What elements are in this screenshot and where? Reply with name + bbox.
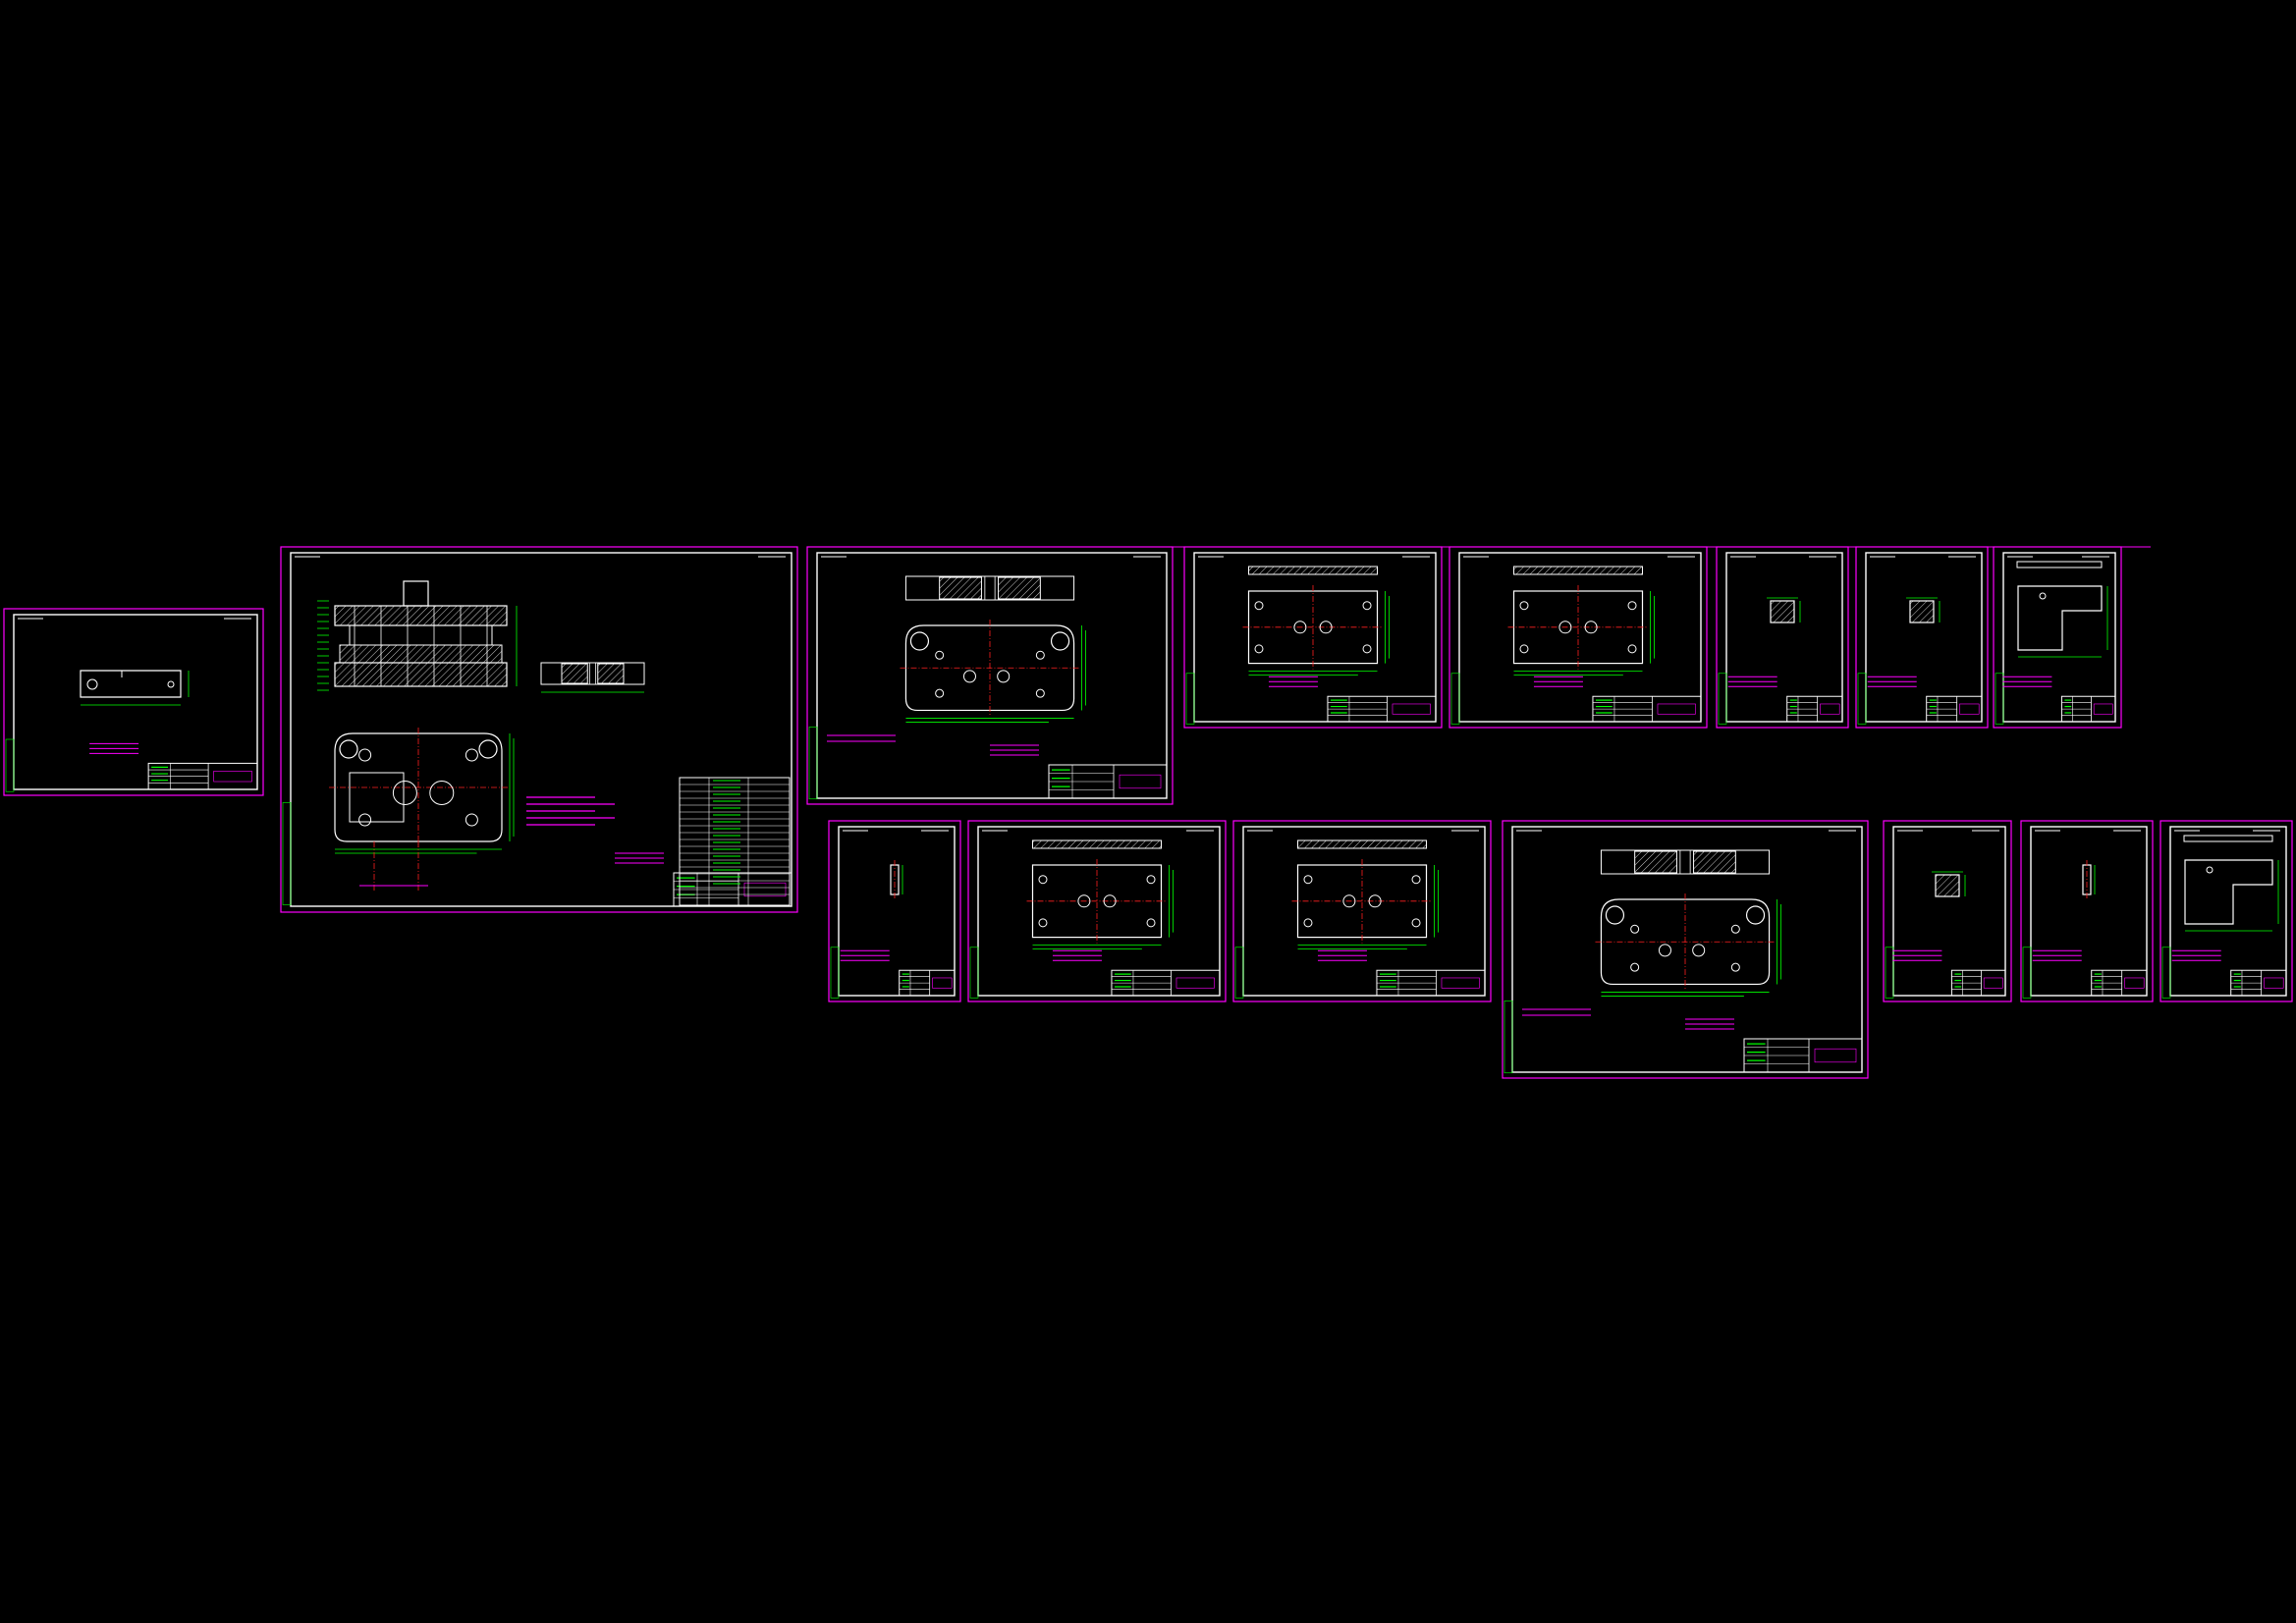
drawing-sheet-s15[interactable] [2159, 820, 2293, 1002]
drawing-sheet-s06[interactable] [1716, 546, 1849, 729]
drawing-sheet-s10[interactable] [967, 820, 1227, 1002]
drawing-sheet-s04[interactable] [1183, 546, 1443, 729]
drawing-sheet-s12[interactable] [1502, 820, 1869, 1079]
drawing-sheet-s14[interactable] [2020, 820, 2154, 1002]
drawing-sheet-s03[interactable] [806, 546, 1174, 805]
drawing-sheet-s05[interactable] [1449, 546, 1708, 729]
drawing-sheet-s08[interactable] [1993, 546, 2122, 729]
drawing-sheet-s01[interactable] [3, 608, 264, 796]
drawing-sheet-s07[interactable] [1855, 546, 1989, 729]
drawing-sheet-s09[interactable] [828, 820, 961, 1002]
drawing-sheet-s13[interactable] [1883, 820, 2012, 1002]
drawing-sheet-s02[interactable] [280, 546, 798, 913]
drawing-sheet-s11[interactable] [1232, 820, 1492, 1002]
